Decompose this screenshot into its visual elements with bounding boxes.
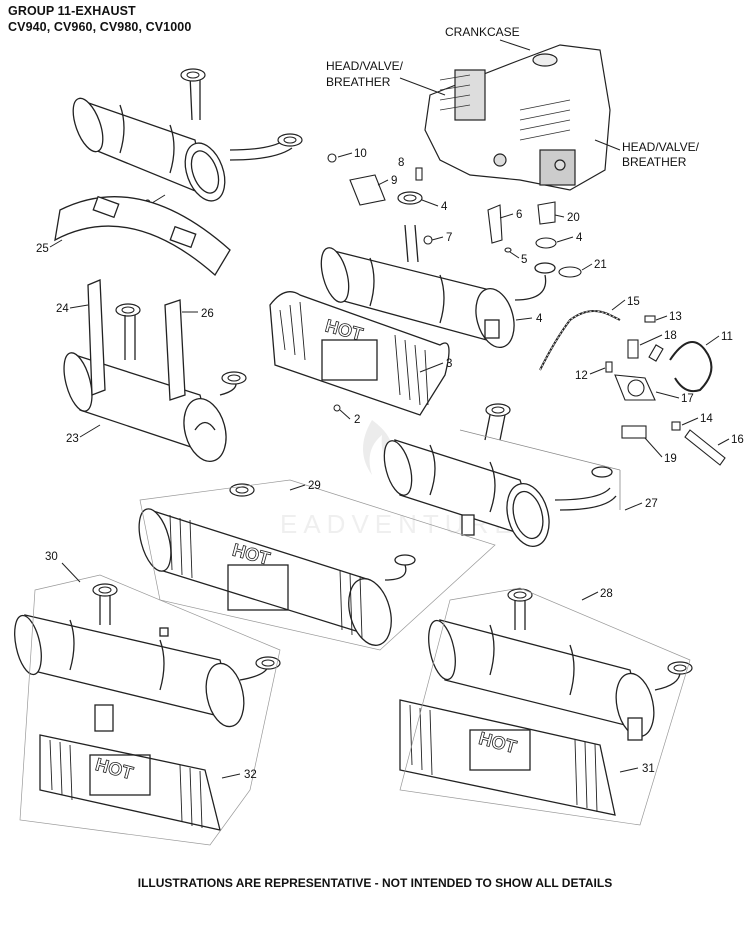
part-number-23: 23	[66, 433, 79, 445]
label-head-valve-breather-right-2: BREATHER	[622, 155, 687, 169]
part-number-19: 19	[664, 453, 677, 465]
label-head-valve-breather-right-1: HEAD/VALVE/	[622, 140, 700, 154]
label-head-valve-breather-left-1: HEAD/VALVE/	[326, 59, 404, 73]
part-number-30: 30	[45, 551, 58, 563]
part-number-3: 4	[536, 313, 543, 325]
heat-shield-2: HOT	[269, 291, 450, 416]
model-list: CV940, CV960, CV980, CV1000	[8, 20, 192, 34]
footer-disclaimer: ILLUSTRATIONS ARE REPRESENTATIVE - NOT I…	[137, 876, 613, 890]
muffler-30: HOT	[14, 583, 281, 831]
part-number-8: 8	[398, 157, 404, 169]
part-number-10: 10	[354, 148, 367, 160]
part-number-28: 28	[600, 588, 613, 600]
label-head-valve-breather-left-2: BREATHER	[326, 75, 391, 89]
heat-shield-25	[54, 195, 231, 277]
muffler-22	[72, 68, 303, 202]
part-number-4-lower: 4	[576, 232, 583, 244]
part-number-12: 12	[575, 370, 588, 382]
hardware-group	[327, 153, 582, 278]
part-number-21: 21	[594, 259, 607, 271]
sensor-harness-group	[539, 310, 726, 466]
part-number-15: 15	[627, 296, 640, 308]
part-number-17: 17	[681, 393, 694, 405]
muffler-28: HOT	[399, 588, 693, 816]
muffler-3	[320, 224, 556, 348]
part-number-1: 2	[354, 414, 360, 426]
label-crankcase: CRANKCASE	[445, 25, 520, 39]
part-number-5: 5	[521, 254, 527, 266]
part-number-32: 32	[244, 769, 257, 781]
part-number-16: 16	[731, 434, 744, 446]
part-number-27: 27	[645, 498, 658, 510]
part-number-29: 29	[308, 480, 321, 492]
part-number-31: 31	[642, 763, 655, 775]
engine-assembly	[424, 44, 611, 191]
part-number-11: 11	[721, 331, 733, 343]
part-number-24: 24	[56, 303, 69, 315]
part-number-14: 14	[700, 413, 713, 425]
part-number-13: 13	[669, 311, 682, 323]
part-number-25: 25	[36, 243, 49, 255]
part-number-18: 18	[664, 330, 677, 342]
part-number-9: 9	[391, 175, 397, 187]
muffler-27	[383, 403, 617, 547]
page-title: GROUP 11-EXHAUST	[8, 4, 136, 18]
part-number-6: 6	[516, 209, 522, 221]
part-number-26: 26	[201, 308, 214, 320]
part-number-7: 7	[446, 232, 452, 244]
part-number-4-upper: 4	[441, 201, 448, 213]
muffler-23	[63, 279, 247, 462]
part-number-20: 20	[567, 212, 580, 224]
part-number-2: 3	[446, 358, 452, 370]
